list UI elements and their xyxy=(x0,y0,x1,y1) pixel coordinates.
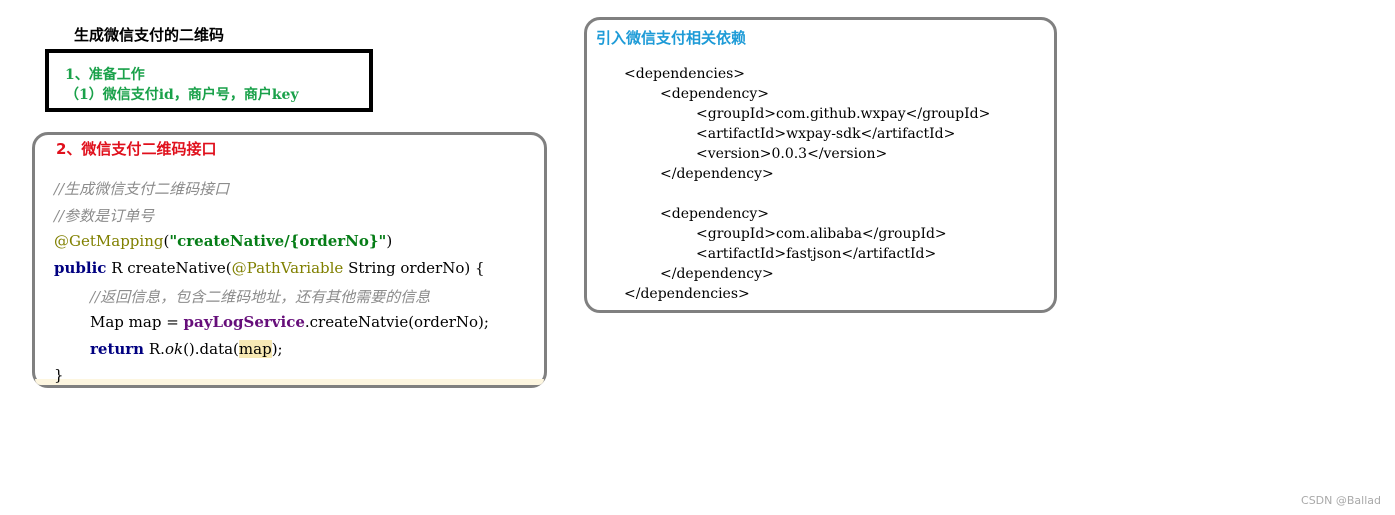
prep-step-heading: 1、准备工作 xyxy=(65,67,145,83)
prep-step-detail: （1）微信支付id，商户号，商户key xyxy=(65,87,299,103)
dependencies-box: 引入微信支付相关依赖 <dependencies> <dependency> <… xyxy=(584,17,1057,313)
code-closing-brace: } xyxy=(54,366,64,384)
code-token: ( xyxy=(163,232,170,250)
xml-line: </dependencies> xyxy=(624,286,750,302)
xml-line: <artifactId>wxpay-sdk</artifactId> xyxy=(696,126,956,142)
code-highlighted-token: map xyxy=(238,340,272,358)
dependencies-title: 引入微信支付相关依赖 xyxy=(596,29,747,47)
xml-line: <dependency> xyxy=(660,86,769,102)
code-token: ) xyxy=(386,232,393,250)
xml-line: <dependencies> xyxy=(624,66,746,82)
code-highlight-strip xyxy=(35,379,544,385)
code-keyword: public xyxy=(54,259,107,277)
code-string: "createNative/{orderNo}" xyxy=(169,232,387,250)
qr-interface-box: 2、微信支付二维码接口 //生成微信支付二维码接口 //参数是订单号 @GetM… xyxy=(32,132,547,388)
code-return-line: return R.ok().data(map); xyxy=(90,340,283,358)
code-method: ok xyxy=(164,340,184,358)
code-token: R. xyxy=(144,340,165,358)
preparation-box: 1、准备工作 （1）微信支付id，商户号，商户key xyxy=(45,49,373,112)
code-signature-line: public R createNative(@PathVariable Stri… xyxy=(54,259,485,277)
code-token: ); xyxy=(271,340,283,358)
code-statement-line: Map map = payLogService.createNatvie(ord… xyxy=(90,313,489,331)
code-comment-line: //参数是订单号 xyxy=(54,207,155,225)
xml-line: <version>0.0.3</version> xyxy=(696,146,888,162)
page-title: 生成微信支付的二维码 xyxy=(74,26,225,44)
code-annotation: @GetMapping xyxy=(54,232,164,250)
code-annotation: @PathVariable xyxy=(231,259,344,277)
xml-line: <dependency> xyxy=(660,206,769,222)
code-token: R createNative( xyxy=(106,259,232,277)
code-token: ().data( xyxy=(183,340,239,358)
code-token: String orderNo) { xyxy=(343,259,485,277)
code-comment-line: //返回信息，包含二维码地址，还有其他需要的信息 xyxy=(90,288,431,306)
code-comment-line: //生成微信支付二维码接口 xyxy=(54,180,230,198)
xml-line: <groupId>com.alibaba</groupId> xyxy=(696,226,947,242)
xml-line: <groupId>com.github.wxpay</groupId> xyxy=(696,106,991,122)
watermark: CSDN @Ballad xyxy=(1301,494,1381,507)
code-annotation-line: @GetMapping("createNative/{orderNo}") xyxy=(54,232,392,250)
code-field: payLogService xyxy=(183,313,305,331)
xml-line: </dependency> xyxy=(660,166,774,182)
xml-line: </dependency> xyxy=(660,266,774,282)
code-keyword: return xyxy=(90,340,145,358)
xml-line: <artifactId>fastjson</artifactId> xyxy=(696,246,937,262)
interface-title: 2、微信支付二维码接口 xyxy=(56,140,217,158)
code-token: Map map = xyxy=(90,313,184,331)
code-token: .createNatvie(orderNo); xyxy=(304,313,489,331)
